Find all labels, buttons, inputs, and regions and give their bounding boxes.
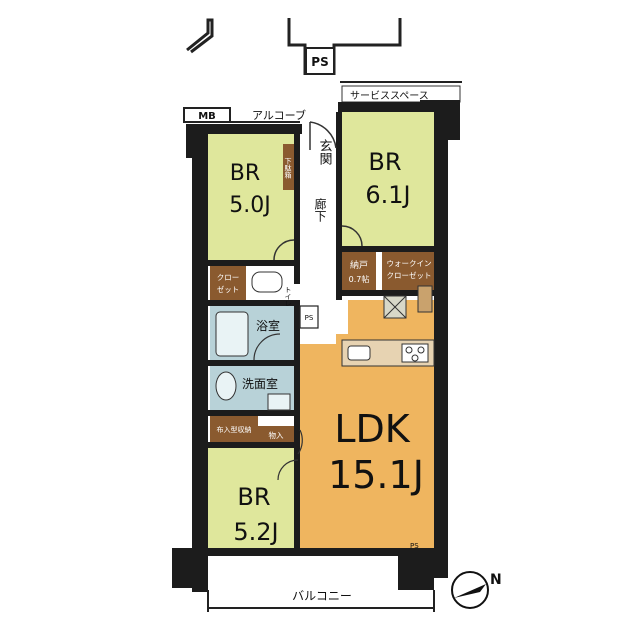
toilet-bowl-icon [251,271,283,293]
bedroom-sw [208,448,298,548]
entry-door-swing [309,121,337,149]
nando-size: 0.7帖 [349,274,370,284]
bath-label: 浴室 [256,318,280,333]
mono-label: 物入 [269,430,284,440]
svg-text:N: N [490,572,502,588]
north-arrow-icon: N [451,571,502,609]
mono-box [258,426,294,442]
ldk-door [297,429,303,455]
ldk-label: LDK [334,407,410,451]
bedroom-sw-size: 5.2J [233,518,278,546]
ldk-size: 15.1J [328,453,424,497]
bedroom-ne-door [341,225,363,247]
walkin-label-1: ウォークイン [387,259,432,268]
kitchen-sink-icon [347,345,371,361]
washer-icon [267,393,291,411]
bathtub-icon [215,311,249,357]
ps-label-top: PS [311,55,328,69]
bedroom-nw-label: BR [230,161,260,186]
bedroom-nw-size: 5.0J [229,193,270,218]
storage-label: 布入型収納 [217,425,252,434]
hallway-label: 廊下 [313,197,327,222]
alcove-label: アルコーブ [252,108,306,122]
storage-box [210,416,258,442]
bedroom-ne-size: 6.1J [365,181,410,209]
genkan-label: 玄関 [317,139,333,166]
ps-label-mid: PS [305,314,314,322]
balcony-label: バルコニー [292,589,352,603]
bedroom-nw [208,134,294,260]
bedroom-ne-label: BR [368,148,401,176]
bedroom-ne [342,112,434,246]
nando-room [342,252,376,290]
nando-title: 納戸 [350,259,368,271]
ps-box-mid [299,305,319,329]
service-space-label: サービススペース [350,90,429,102]
shoe-cabinet [283,144,294,190]
walkin-closet [382,252,434,290]
toilet-label: トイレ [284,286,292,307]
mb-label: MB [198,111,216,122]
mb-box [183,107,231,123]
closet-label-1: クロー [217,273,240,282]
bedroom-nw-door [273,239,295,261]
shelf-box [417,285,433,313]
sink-icon [215,371,237,401]
closet-label-2: ゼット [217,284,240,294]
closet-nw [210,266,246,300]
ps-box-top [305,47,335,75]
washroom-label: 洗面室 [242,376,278,391]
bedroom-sw-label: BR [237,483,270,511]
ps-label-bottom: PS [410,542,419,550]
shoe-cabinet-label: 下駄箱 [284,158,292,180]
walkin-label-2: クローゼット [387,270,432,280]
interior-walls [208,112,434,548]
balcony [207,590,435,612]
stove-icon [401,343,429,363]
